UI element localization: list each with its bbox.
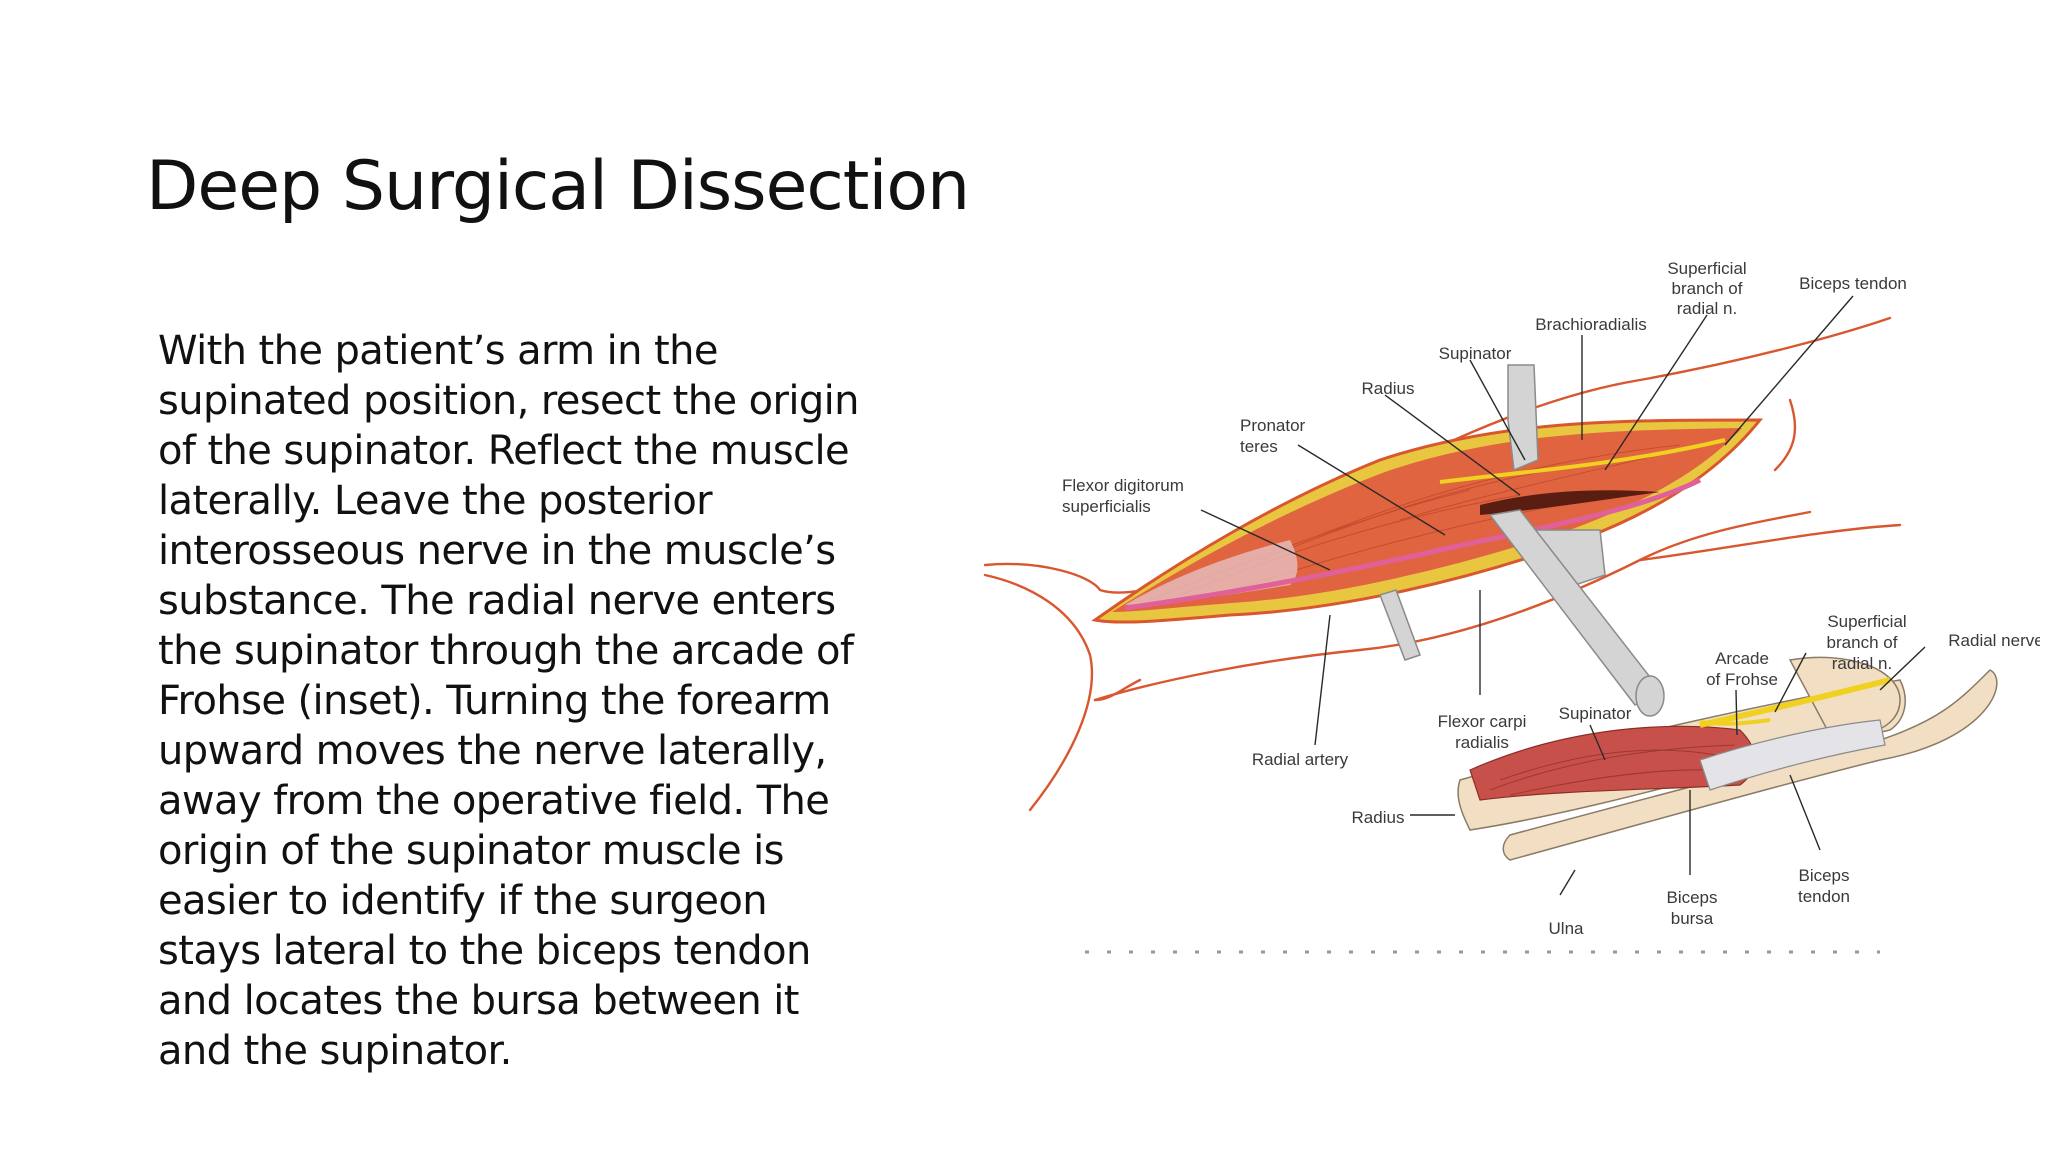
label-superficial-branch-inset: Superficial <box>1827 612 1906 631</box>
label-flexor-digitorum: superficialis <box>1062 497 1151 516</box>
label-flexor-digitorum: Flexor digitorum <box>1062 476 1184 495</box>
body-line: interosseous nerve in the muscle’s <box>158 528 836 574</box>
body-line: the supinator through the arcade of <box>158 628 854 674</box>
label-superficial-branch-inset: radial n. <box>1832 654 1892 673</box>
label-flexor-carpi: Flexor carpi <box>1438 712 1527 731</box>
body-line: upward moves the nerve laterally, <box>158 728 827 774</box>
body-paragraph: With the patient’s arm in the supinated … <box>158 326 938 1076</box>
label-superficial-branch-top: branch of <box>1672 279 1743 298</box>
label-supinator-top: Supinator <box>1439 344 1512 363</box>
slide-title: Deep Surgical Dissection <box>146 147 970 226</box>
inset-radial-nerve <box>1699 677 1891 728</box>
label-radius-inset: Radius <box>1352 808 1405 827</box>
body-line: of the supinator. Reflect the muscle <box>158 428 850 474</box>
label-supinator-inset: Supinator <box>1559 704 1632 723</box>
leader-lines <box>1200 295 1926 896</box>
label-arcade-of-frohse: of Frohse <box>1706 670 1778 689</box>
label-pronator-teres: teres <box>1240 437 1278 456</box>
body-line: Frohse (inset). Turning the forearm <box>158 678 831 724</box>
body-line: easier to identify if the surgeon <box>158 878 768 924</box>
label-biceps-bursa: Biceps <box>1666 888 1717 907</box>
label-ulna: Ulna <box>1549 919 1585 938</box>
body-line: laterally. Leave the posterior <box>158 478 713 524</box>
body-line: origin of the supinator muscle is <box>158 828 784 874</box>
label-radial-artery: Radial artery <box>1252 750 1349 769</box>
cleft <box>1480 490 1660 515</box>
body-line: away from the operative field. The <box>158 778 830 824</box>
inset-biceps-tendon <box>1699 719 1886 791</box>
label-biceps-bursa: bursa <box>1671 909 1714 928</box>
figure-labels: Superficial branch of radial n. Biceps t… <box>1062 259 2040 938</box>
body-line: and locates the bursa between it <box>158 978 799 1024</box>
label-radius-top: Radius <box>1362 379 1415 398</box>
label-flexor-carpi: radialis <box>1455 733 1509 752</box>
label-superficial-branch-top: radial n. <box>1677 299 1737 318</box>
body-line: and the supinator. <box>158 1028 512 1074</box>
label-biceps-tendon-inset: Biceps <box>1798 866 1849 885</box>
inset-superficial-branch <box>1699 718 1771 726</box>
radial-artery <box>1124 477 1702 611</box>
body-line: stays lateral to the biceps tendon <box>158 928 811 974</box>
body-line: With the patient’s arm in the <box>158 328 718 374</box>
dissection-drawing: Superficial branch of radial n. Biceps t… <box>983 259 2040 954</box>
label-radial-nerve: Radial nerve <box>1948 631 2040 650</box>
label-arcade-of-frohse: Arcade <box>1715 649 1769 668</box>
label-biceps-tendon-inset: tendon <box>1798 887 1850 906</box>
body-line: supinated position, resect the origin <box>158 378 859 424</box>
label-pronator-teres: Pronator <box>1240 416 1306 435</box>
label-brachioradialis: Brachioradialis <box>1535 315 1647 334</box>
label-superficial-branch-inset: branch of <box>1827 633 1898 652</box>
body-line: substance. The radial nerve enters <box>158 578 836 624</box>
label-biceps-tendon-top: Biceps tendon <box>1799 274 1907 293</box>
label-superficial-branch-top: Superficial <box>1667 259 1746 278</box>
superficial-radial-nerve <box>1439 438 1726 484</box>
anatomy-illustration: Superficial branch of radial n. Biceps t… <box>960 240 2040 970</box>
